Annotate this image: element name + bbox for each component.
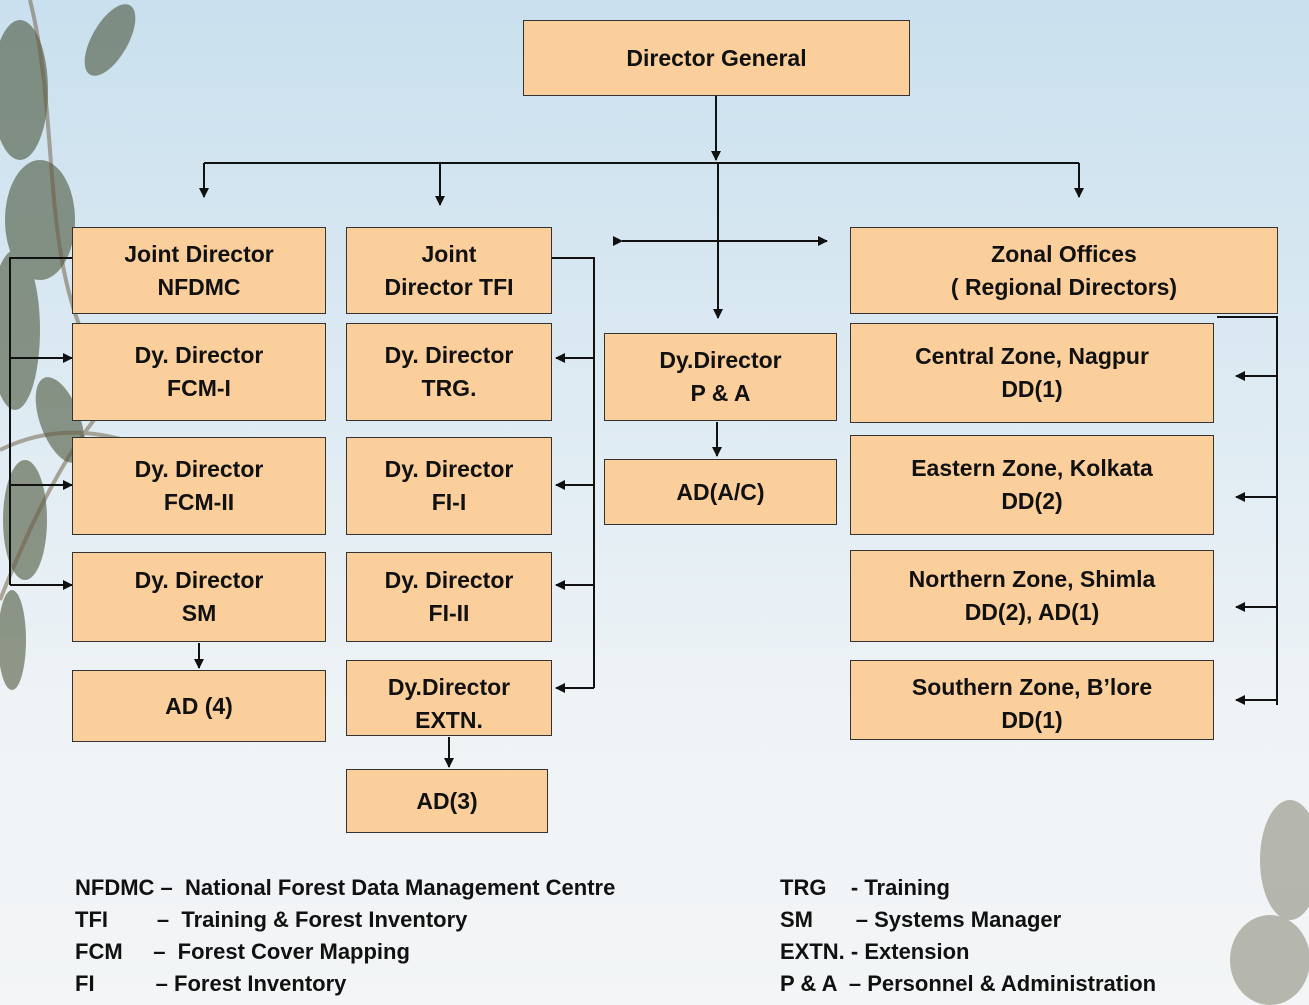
- southern-zone-box: Southern Zone, B’lore DD(1): [850, 660, 1214, 740]
- northern-zone-box: Northern Zone, Shimla DD(2), AD(1): [850, 550, 1214, 642]
- tree-foliage-right: [1230, 800, 1309, 1005]
- dy-director-sm-box: Dy. Director SM: [72, 552, 326, 642]
- legend-trg: TRG - Training: [780, 875, 950, 900]
- legend-sm: SM – Systems Manager: [780, 907, 1062, 932]
- legend-fcm: FCM – Forest Cover Mapping: [75, 939, 410, 964]
- legend-extn: EXTN. - Extension: [780, 939, 970, 964]
- legend-tfi: TFI – Training & Forest Inventory: [75, 907, 468, 932]
- eastern-zone-box: Eastern Zone, Kolkata DD(2): [850, 435, 1214, 535]
- legend-pa: P & A – Personnel & Administration: [780, 971, 1157, 996]
- joint-director-nfdmc-box: Joint Director NFDMC: [72, 227, 326, 314]
- legend-nfdmc: NFDMC – National Forest Data Management …: [75, 875, 616, 900]
- dy-director-fi2-box: Dy. Director FI-II: [346, 552, 552, 642]
- dy-director-trg-box: Dy. Director TRG.: [346, 323, 552, 421]
- dy-director-extn-box: Dy.Director EXTN.: [346, 660, 552, 736]
- legend-fi: FI – Forest Inventory: [75, 971, 347, 996]
- dy-director-pa-box: Dy.Director P & A: [604, 333, 837, 421]
- central-zone-box: Central Zone, Nagpur DD(1): [850, 323, 1214, 423]
- director-general-box: Director General: [523, 20, 910, 96]
- ad4-box: AD (4): [72, 670, 326, 742]
- ad-ac-box: AD(A/C): [604, 459, 837, 525]
- dy-director-fcm2-box: Dy. Director FCM-II: [72, 437, 326, 535]
- dy-director-fcm1-box: Dy. Director FCM-I: [72, 323, 326, 421]
- zonal-offices-box: Zonal Offices ( Regional Directors): [850, 227, 1278, 314]
- ad3-box: AD(3): [346, 769, 548, 833]
- dy-director-fi1-box: Dy. Director FI-I: [346, 437, 552, 535]
- joint-director-tfi-box: Joint Director TFI: [346, 227, 552, 314]
